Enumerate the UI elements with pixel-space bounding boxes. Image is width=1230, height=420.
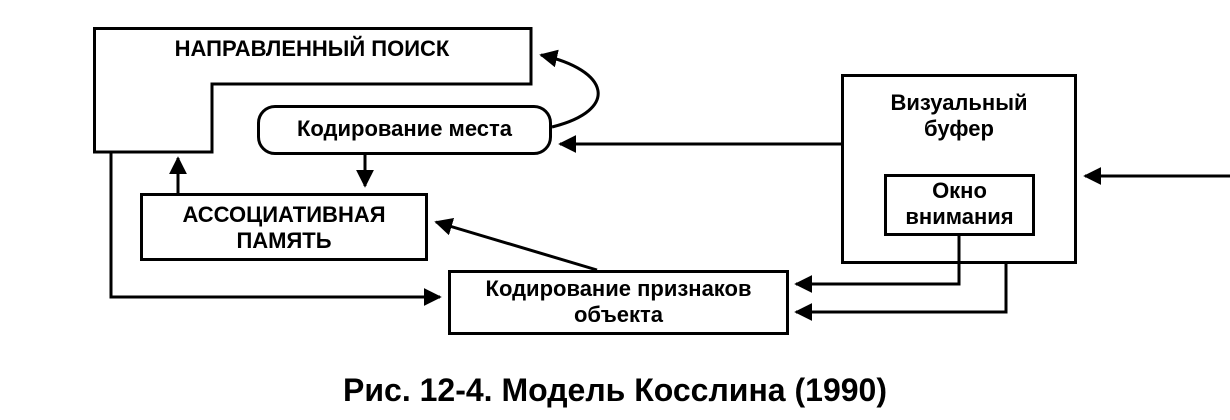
arrow-visual-buffer-to-feature-encoding [794, 264, 1008, 321]
place-encoding-box [257, 105, 552, 155]
associative-memory-box [140, 193, 428, 261]
associative-memory-label-line-1: АССОЦИАТИВНАЯ [182, 202, 386, 227]
attention-window-label-line-1: Окно [932, 178, 987, 203]
directed-search-label: НАПРАВЛЕННЫЙ ПОИСК [174, 36, 450, 61]
figure-caption: Рис. 12-4. Модель Косслина (1990) [343, 372, 887, 408]
feature-encoding-label-line-2: объекта [573, 302, 664, 327]
attention-window-box [884, 174, 1035, 236]
attention-window-label-line-2: внимания [905, 204, 1014, 229]
feature-encoding-label: Кодирование признаков объекта [448, 276, 789, 328]
directed-search-box-inner-edge [93, 27, 533, 154]
visual-buffer-label-line-1: Визуальный [890, 90, 1028, 115]
feature-encoding-box [448, 270, 789, 335]
visual-buffer-label: Визуальный буфер [841, 90, 1077, 142]
associative-memory-label-line-2: ПАМЯТЬ [236, 228, 332, 253]
directed-search-box [93, 27, 531, 152]
feature-encoding-label-line-1: Кодирование признаков [485, 276, 752, 301]
arrow-place-encoding-to-directed-search [539, 49, 600, 129]
place-encoding-label: Кодирование места [296, 116, 513, 141]
arrow-feature-encoding-to-associative-memory [434, 218, 598, 272]
arrow-attention-window-to-feature-encoding [794, 236, 961, 293]
associative-memory-label: АССОЦИАТИВНАЯ ПАМЯТЬ [140, 202, 428, 254]
visual-buffer-box [841, 74, 1077, 264]
visual-buffer-label-line-2: буфер [924, 116, 994, 141]
arrow-directed-search-to-feature-encoding [109, 152, 442, 306]
attention-window-label: Окно внимания [884, 178, 1035, 230]
